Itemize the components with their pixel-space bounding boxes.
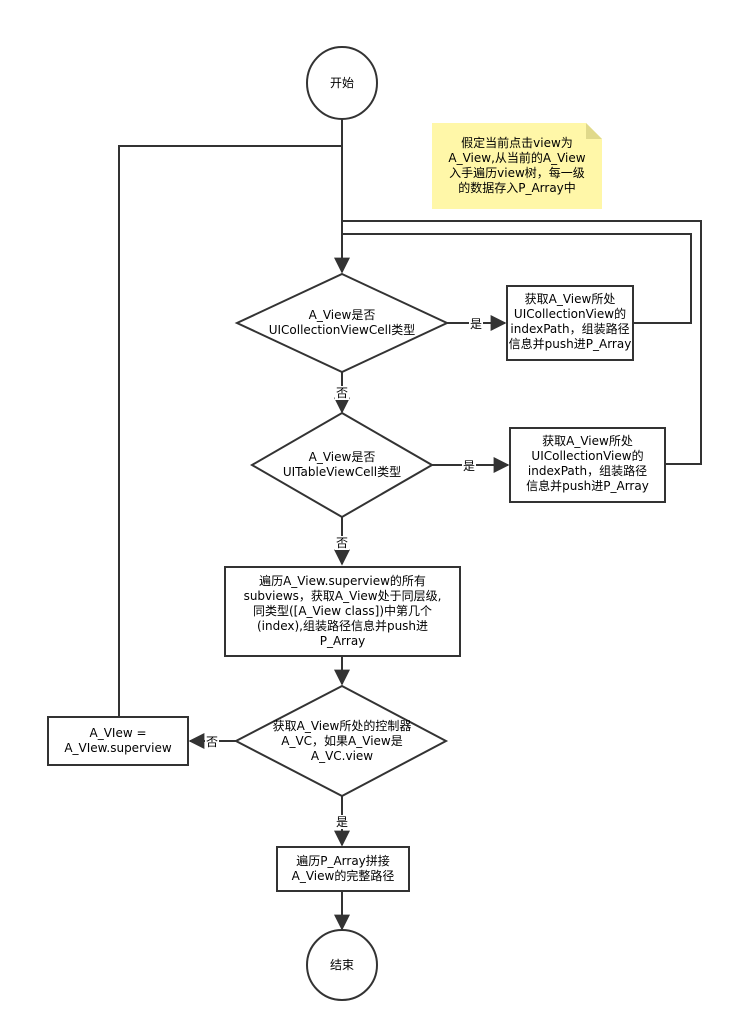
- edge-label-cv-no: 否: [335, 386, 350, 400]
- note-fold: [586, 123, 602, 139]
- start-node: [306, 46, 378, 120]
- decision-view-controller-label: 获取A_View所处的控制器 A_VC，如果A_View是 A_VC.view: [272, 719, 412, 763]
- assign-superview-label: A_VIew = A_VIew.superview: [64, 726, 172, 755]
- start-label: 开始: [329, 76, 354, 90]
- decision-tableviewcell-label: A_View是否 UITableViewCell类型: [282, 450, 402, 479]
- note-box: [432, 123, 602, 209]
- traverse-superview-box: [224, 566, 461, 657]
- decision-collectionviewcell: [234, 272, 450, 374]
- edge-label-tv-yes: 是: [462, 459, 477, 473]
- edge-label-vc-no: 否: [205, 735, 220, 749]
- note-text: 假定当前点击view为 A_View,从当前的A_View 入手遍历view树，…: [448, 136, 586, 195]
- decision-collectionviewcell-label: A_View是否 UICollectionViewCell类型: [268, 308, 416, 337]
- traverse-superview-label: 遍历A_View.superview的所有 subviews，获取A_View处…: [243, 574, 442, 648]
- edge-cv-action-loop: [342, 233, 692, 324]
- action-collectionview-label: 获取A_View所处 UICollectionView的 indexPath，组…: [508, 292, 632, 351]
- action-collectionview-indexpath: [506, 285, 634, 361]
- end-node: [306, 929, 378, 1001]
- concat-path-label: 遍历P_Array拼接 A_View的完整路径: [291, 854, 395, 883]
- concat-path-box: [276, 846, 410, 892]
- assign-superview-box: [47, 716, 189, 766]
- edge-label-vc-yes: 是: [335, 815, 350, 829]
- edge-tv-action-loop: [342, 220, 702, 465]
- decision-tableviewcell: [250, 411, 434, 519]
- action-tableview-indexpath: [509, 427, 666, 503]
- action-tableview-label: 获取A_View所处 UICollectionView的 indexPath，组…: [526, 434, 649, 493]
- edge-label-cv-yes: 是: [469, 317, 484, 331]
- decision-view-controller: [233, 684, 449, 798]
- end-label: 结束: [329, 958, 354, 972]
- edge-assign-loop: [118, 145, 342, 717]
- edge-label-tv-no: 否: [335, 536, 350, 550]
